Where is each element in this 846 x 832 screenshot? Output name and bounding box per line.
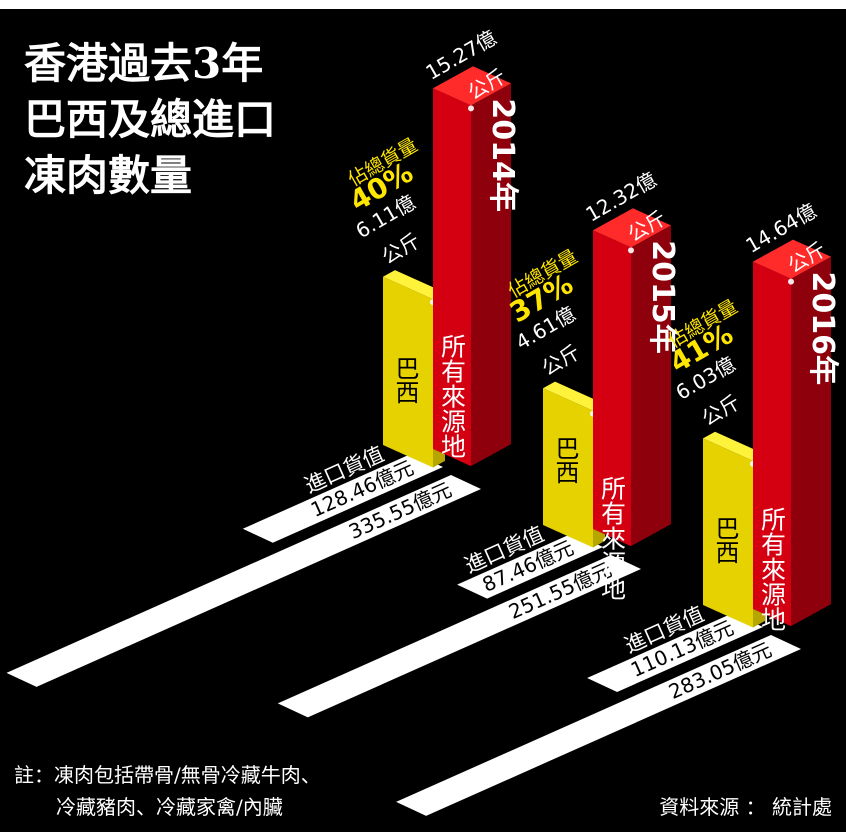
brazil-bar-label: 巴西 — [391, 356, 419, 404]
total-bar-2-front — [753, 261, 791, 627]
brazil-bar-2-top — [703, 431, 765, 461]
value-strips: 335.55億元128.46億元進口貨值251.55億元87.46億元進口貨值2… — [6, 442, 801, 816]
title-line-2: 巴西及總進口 — [24, 95, 276, 144]
total-bar-label: 所有來源地 — [758, 507, 787, 632]
title-line-3: 凍肉數量 — [24, 151, 192, 200]
total-bar-0-top — [433, 66, 511, 106]
total-bar-0-front — [433, 88, 471, 467]
footnote-line-1: 註：凍肉包括帶骨/無骨冷藏牛肉、 — [14, 763, 321, 787]
brazil-bar-label: 巴西 — [551, 436, 579, 484]
brazil-bar-0-front — [383, 276, 433, 468]
brazil-bar-0-top — [383, 270, 445, 300]
title-line-1: 香港過去3年 — [24, 39, 263, 88]
total-bar-label: 所有來源地 — [438, 333, 467, 458]
total-bar-0-side — [471, 83, 511, 467]
total-bar-1-highlight — [628, 247, 634, 254]
total-bar-1-top — [593, 208, 671, 248]
total-bar-1-side — [631, 225, 671, 547]
bar-group-0: 巴西所有來源地 2014年 — [383, 66, 520, 468]
source-note: 資料來源 ： 統計處 — [659, 795, 832, 819]
footnote-line-2: 冷藏豬肉、冷藏家禽/內臟 — [56, 795, 283, 819]
total-strip — [396, 635, 801, 816]
year-label: 2016年 — [805, 272, 840, 386]
bars: 巴西所有來源地2014年巴西所有來源地2015年巴西所有來源地2016年 — [383, 66, 840, 632]
brazil-strip — [242, 453, 443, 543]
total-bar-0-highlight — [468, 105, 474, 112]
brazil-bar-1-front — [543, 388, 593, 548]
brazil-bar-2-front — [703, 438, 753, 628]
brazil-bar-label: 巴西 — [711, 516, 739, 564]
total-bar-1-front — [593, 230, 631, 547]
bar-group-2: 巴西所有來源地 2016年 — [703, 239, 840, 632]
total-strip — [277, 555, 641, 718]
chart-title: 香港過去3年 巴西及總進口 凍肉數量 — [24, 39, 276, 200]
brazil-strip — [587, 613, 763, 692]
year-label: 2015年 — [645, 240, 680, 354]
brazil-bar-1-top — [543, 381, 605, 411]
brazil-strip — [457, 533, 603, 599]
total-bar-2-side — [791, 256, 831, 627]
total-strip — [6, 475, 481, 687]
total-bar-2-highlight — [788, 278, 794, 285]
total-bar-label: 所有來源地 — [598, 475, 627, 600]
year-label: 2014年 — [485, 98, 520, 212]
total-bar-2-top — [753, 239, 831, 279]
